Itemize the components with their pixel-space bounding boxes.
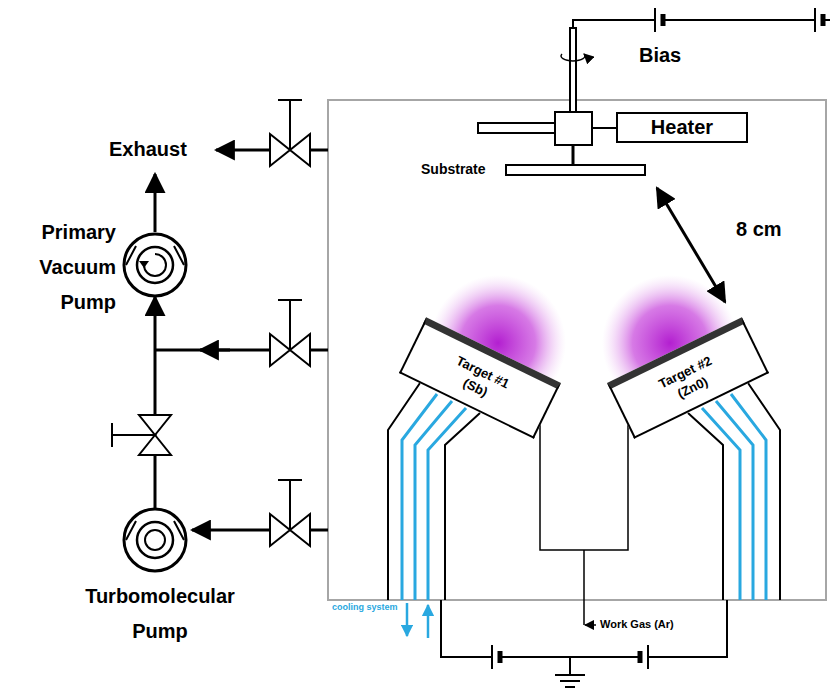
- substrate: [506, 165, 645, 175]
- dimension-label: 8 cm: [735, 218, 783, 241]
- pumping-lines: [155, 150, 328, 530]
- box-label: Heater: [643, 116, 721, 139]
- dimension-arrow: [657, 188, 725, 302]
- pump-symbol: [122, 232, 188, 298]
- valve: [112, 415, 171, 455]
- gas-line: [540, 414, 628, 625]
- pump-symbol: [122, 507, 188, 573]
- cooling-label: cooling system: [331, 602, 399, 612]
- vacuum-chamber: [328, 100, 826, 600]
- substrate-label: Substrate: [420, 161, 487, 177]
- power-wiring: [441, 600, 727, 687]
- target-label: Target #2 (Zn0): [644, 347, 734, 413]
- pipe-connector: [154, 297, 157, 508]
- cooling-arrows: [407, 603, 428, 638]
- gas-label: Work Gas (Ar): [599, 618, 675, 630]
- heater-box: Heater: [616, 112, 748, 143]
- vacuum-pump: Primary Vacuum Pump: [10, 215, 195, 321]
- bias-label: Bias: [638, 44, 682, 67]
- pump-label: Primary Vacuum Pump: [10, 215, 116, 320]
- turbomolecular-pump: Turbomolecular Pump: [75, 507, 245, 657]
- valve: [270, 100, 310, 546]
- bias-wiring: [561, 8, 830, 112]
- exhaust-label: Exhaust: [108, 138, 188, 161]
- pump-label: Turbomolecular Pump: [75, 579, 245, 649]
